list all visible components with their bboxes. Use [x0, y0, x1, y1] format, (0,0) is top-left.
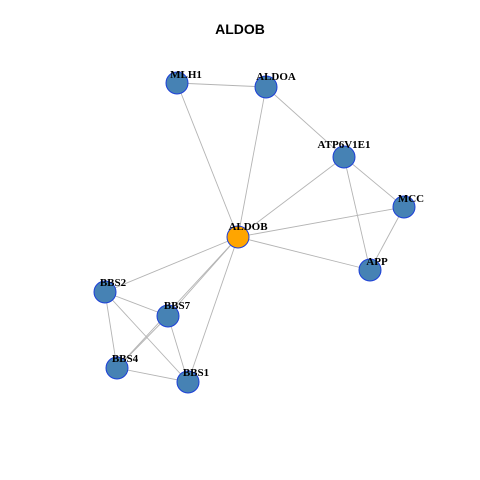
edges-layer: [104, 82, 405, 383]
edge-bbs2-bbs1: [104, 291, 189, 383]
node-label-bbs1: BBS1: [183, 367, 209, 379]
edge-bbs2-bbs4: [104, 291, 118, 369]
edge-mcc-aldob: [237, 206, 405, 238]
edge-mlh1-aldob: [176, 82, 239, 238]
edge-aldob-app: [237, 236, 371, 271]
nodes-layer: [93, 71, 416, 394]
node-label-mcc: MCC: [398, 193, 424, 205]
edge-aldob-bbs1: [187, 236, 239, 383]
node-label-atp6v1e1: ATP6V1E1: [318, 139, 371, 151]
edge-mlh1-aldoa: [176, 82, 267, 88]
node-app: [358, 258, 382, 282]
node-label-mlh1: MLH1: [170, 69, 202, 81]
node-bbs4: [105, 356, 129, 380]
node-label-bbs2: BBS2: [100, 277, 127, 289]
edge-aldoa-atp6v1e1: [265, 86, 345, 158]
chart-title: ALDOB: [215, 21, 265, 37]
edge-atp6v1e1-aldob: [237, 156, 345, 238]
node-label-bbs7: BBS7: [164, 300, 191, 312]
node-aldob: [226, 225, 250, 249]
edge-atp6v1e1-app: [343, 156, 371, 271]
edge-aldob-bbs4: [116, 236, 239, 369]
node-aldoa: [254, 75, 278, 99]
edge-atp6v1e1-mcc: [343, 156, 405, 208]
node-atp6v1e1: [332, 145, 356, 169]
node-label-aldoa: ALDOA: [256, 71, 296, 83]
node-mlh1: [165, 71, 189, 95]
node-bbs7: [156, 304, 180, 328]
node-bbs2: [93, 280, 117, 304]
node-label-bbs4: BBS4: [112, 353, 139, 365]
edge-bbs4-bbs1: [116, 367, 189, 383]
node-mcc: [392, 195, 416, 219]
node-bbs1: [176, 370, 200, 394]
edge-aldob-bbs2: [104, 236, 239, 293]
edge-aldoa-aldob: [237, 86, 267, 238]
node-label-app: APP: [366, 256, 388, 268]
edge-bbs7-bbs4: [116, 315, 169, 369]
edge-mcc-app: [369, 206, 405, 271]
node-label-aldob: ALDOB: [228, 221, 268, 233]
